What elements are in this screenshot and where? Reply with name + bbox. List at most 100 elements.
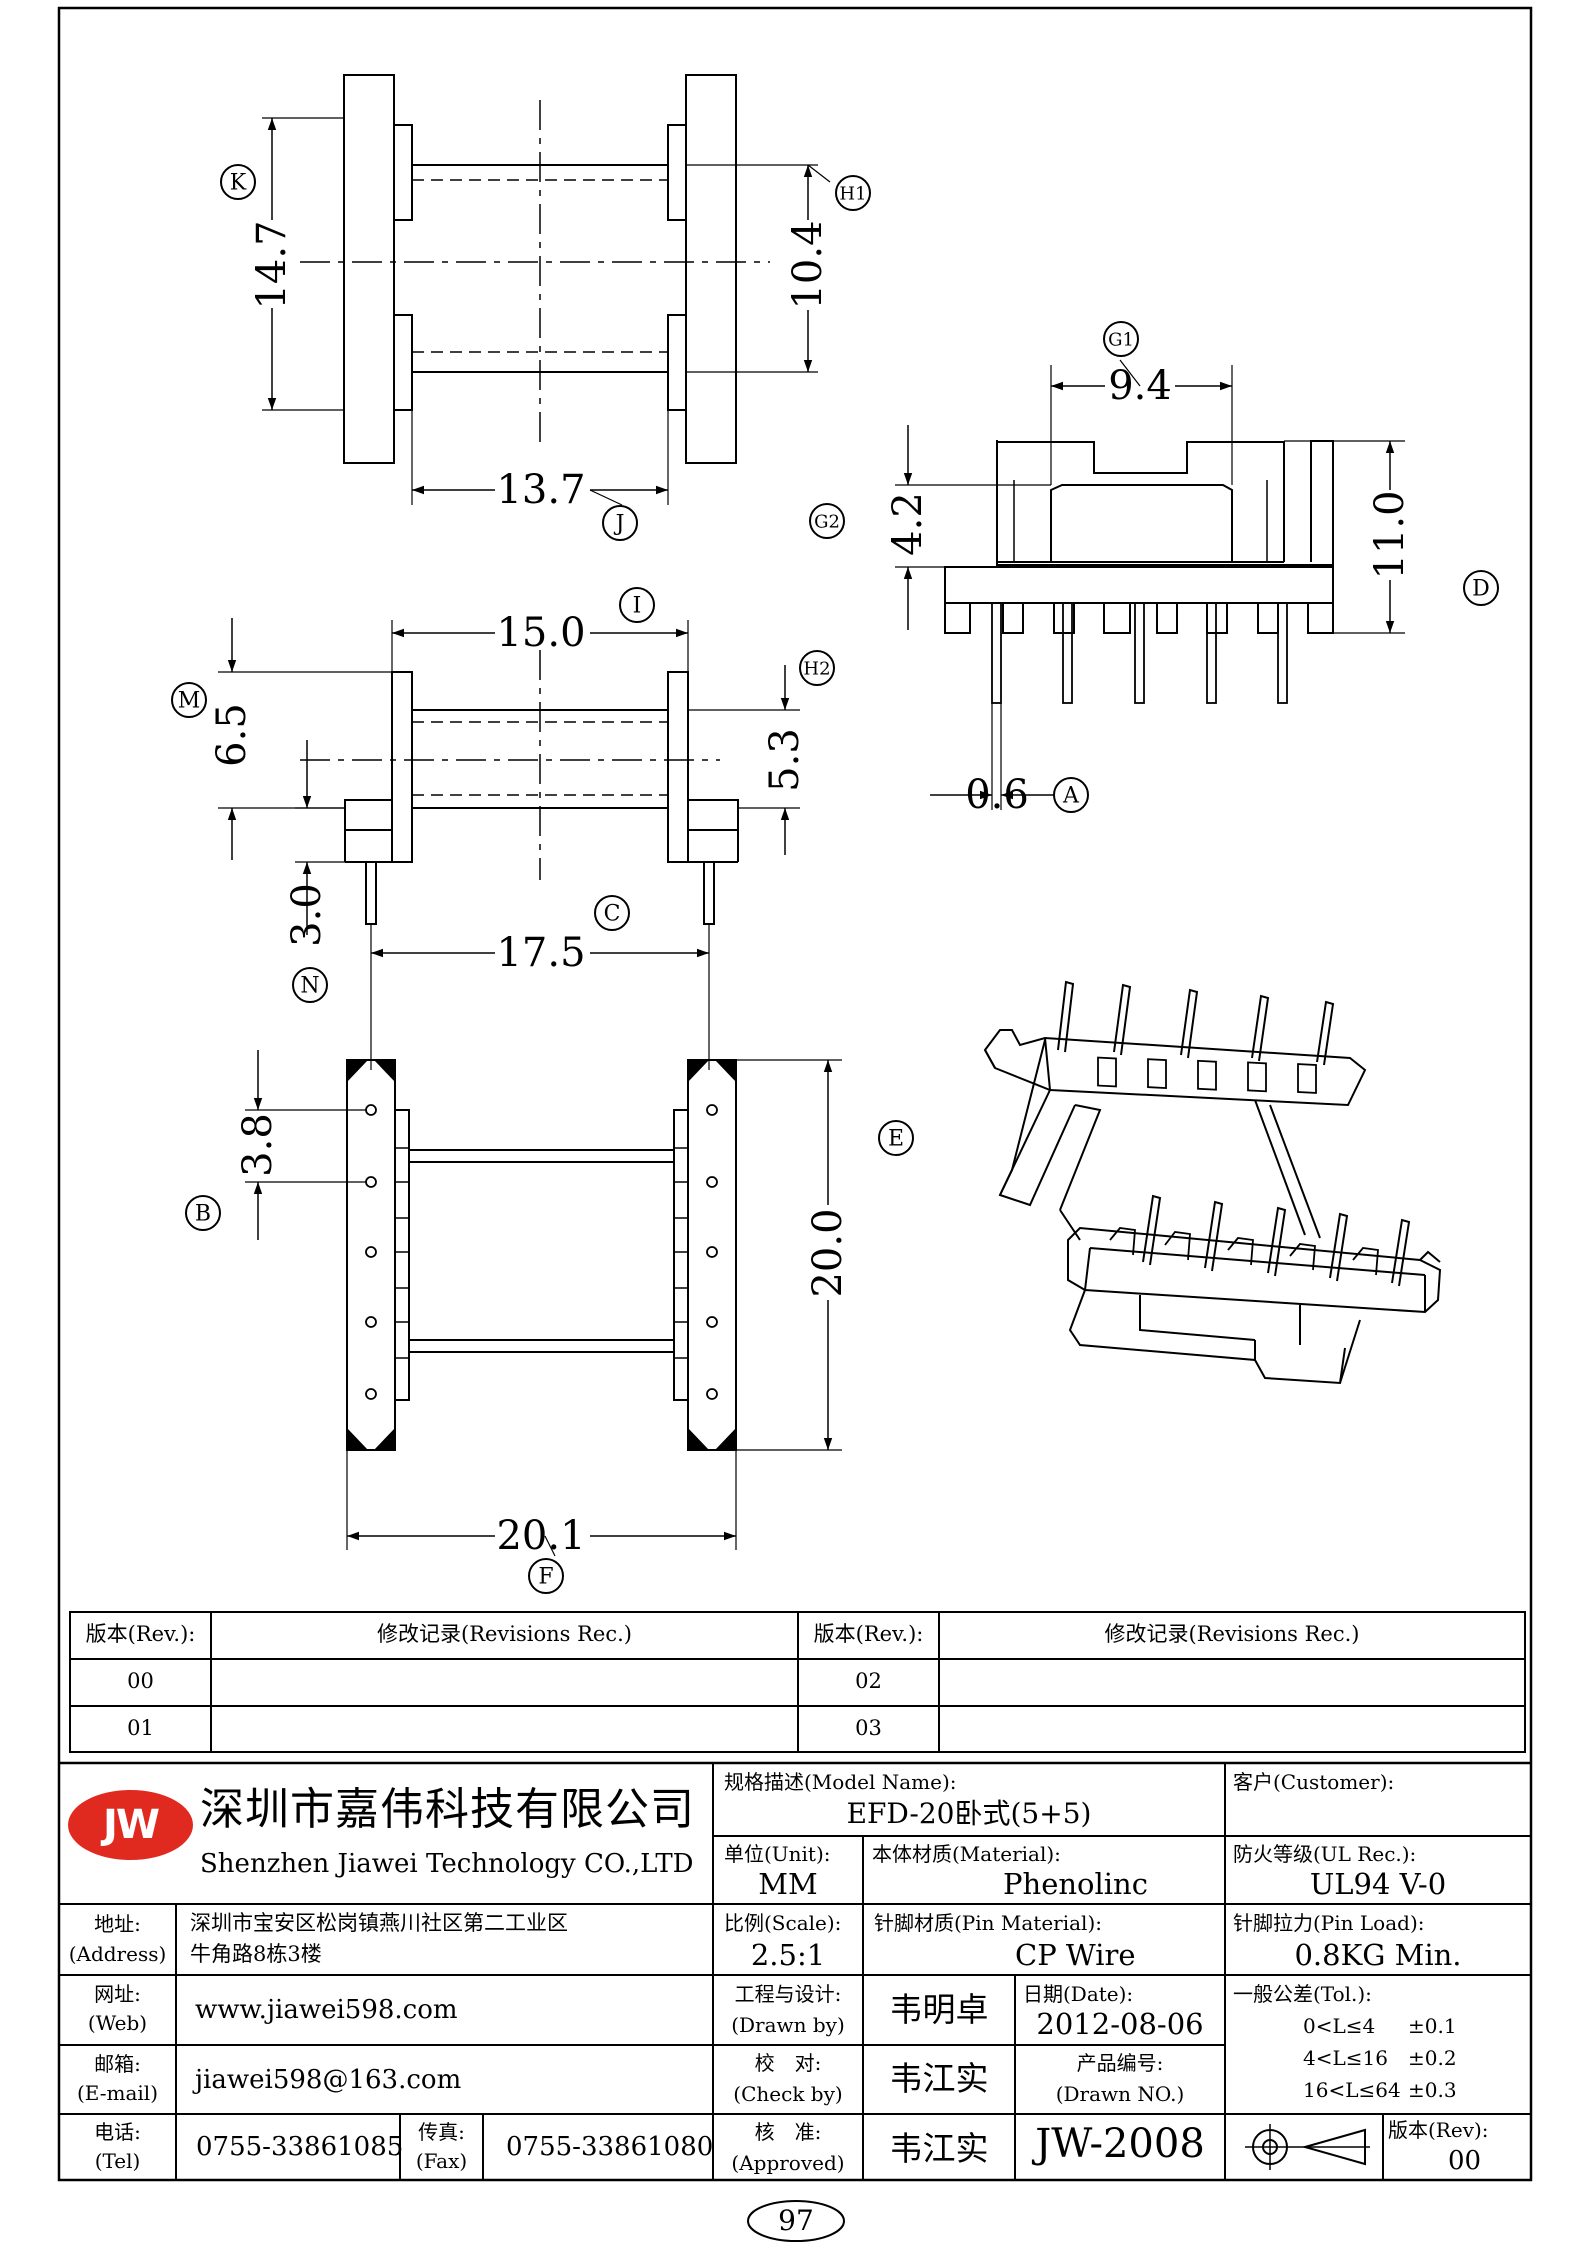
callout-g1: G1 [1108, 330, 1134, 351]
fax-label-en: (Fax) [415, 2149, 468, 2173]
unit-label: 单位(Unit): [724, 1842, 831, 1866]
rev-row-00: 00 [127, 1669, 154, 1693]
pin-material-label: 针脚材质(Pin Material): [874, 1911, 1102, 1935]
rec-header-left: 修改记录(Revisions Rec.) [377, 1622, 632, 1646]
dimension-values: 14.7 10.4 13.7 9.4 4.2 11.0 0.6 15.0 6.5… [209, 220, 1413, 1559]
callout-c: C [604, 902, 621, 927]
rev-header-right: 版本(Rev.): [813, 1622, 924, 1646]
dim-g2: 4.2 [885, 492, 931, 556]
product-no-label-en: (Drawn NO.) [1055, 2082, 1185, 2106]
dim-a: 0.6 [965, 772, 1029, 818]
dim-e: 20.0 [805, 1208, 851, 1297]
dim-d: 11.0 [1367, 490, 1413, 579]
tol-range-1: 0<L≤4 [1303, 2014, 1376, 2038]
callout-j: J [614, 512, 625, 537]
scale-value: 2.5:1 [750, 1938, 826, 1972]
dim-h1: 10.4 [785, 220, 831, 309]
unit-value: MM [758, 1867, 818, 1901]
rec-header-right: 修改记录(Revisions Rec.) [1104, 1622, 1360, 1646]
pin-material-value: CP Wire [1015, 1938, 1136, 1972]
tel-label-en: (Tel) [94, 2149, 141, 2173]
dim-n: 3.0 [284, 883, 330, 947]
email-address: jiawei598@163.com [195, 2065, 462, 2095]
dim-c: 17.5 [496, 930, 585, 976]
tol-value-3: ±0.3 [1408, 2078, 1457, 2102]
check-by-label: 校 对: [754, 2051, 822, 2075]
check-by-value: 韦江实 [889, 2059, 989, 2098]
callout-e: E [888, 1127, 904, 1152]
bobbin-isometric-view [983, 980, 1442, 1385]
web-address: www.jiawei598.com [195, 1995, 458, 2025]
tol-range-2: 4<L≤16 [1303, 2046, 1388, 2070]
bobbin-profile-view [218, 618, 800, 1070]
rev-header-left: 版本(Rev.): [85, 1622, 196, 1646]
address-label: 地址: [94, 1912, 141, 1936]
callout-k: K [230, 171, 247, 196]
callout-circles [171, 164, 1499, 1594]
web-label-en: (Web) [87, 2011, 148, 2035]
address-line1: 深圳市宝安区松岗镇燕川社区第二工业区 [190, 1911, 568, 1935]
callout-h1: H1 [839, 184, 866, 205]
drawn-by-label-en: (Drawn by) [731, 2013, 845, 2037]
page-number-badge [747, 2200, 845, 2242]
callout-i: I [633, 594, 642, 619]
tolerance-label: 一般公差(Tol.): [1233, 1982, 1372, 2006]
tol-value-1: ±0.1 [1408, 2014, 1457, 2038]
date-label: 日期(Date): [1023, 1982, 1134, 2006]
revision-table [69, 1611, 1526, 1753]
address-label-en: (Address) [68, 1942, 167, 1966]
fax-number: 0755-33861080 [506, 2132, 714, 2162]
dim-m: 6.5 [209, 703, 255, 767]
page-number: 97 [778, 2204, 814, 2237]
email-label: 邮箱: [94, 2052, 141, 2076]
material-value: Phenolinc [1003, 1867, 1148, 1901]
rev-row-02: 02 [855, 1669, 882, 1693]
tel-number: 0755-33861085 [196, 2132, 404, 2162]
bobbin-bottom-view [245, 1050, 842, 1557]
material-label: 本体材质(Material): [872, 1842, 1061, 1866]
date-value: 2012-08-06 [1036, 2007, 1204, 2041]
approved-label: 核 准: [754, 2120, 822, 2144]
tol-range-3: 16<L≤64 [1303, 2078, 1401, 2102]
callout-f: F [538, 1565, 553, 1590]
drawn-by-label: 工程与设计: [734, 1982, 842, 2006]
dim-i: 15.0 [496, 610, 585, 656]
bobbin-front-view [262, 74, 831, 506]
dim-f: 20.1 [496, 1513, 585, 1559]
drawn-by-value: 韦明卓 [889, 1990, 989, 2029]
email-label-en: (E-mail) [76, 2081, 158, 2105]
customer-label: 客户(Customer): [1233, 1770, 1395, 1794]
pin-load-value: 0.8KG Min. [1294, 1938, 1462, 1972]
rev-value: 00 [1448, 2146, 1482, 2176]
sheet-border [57, 6, 1533, 2182]
dim-g1: 9.4 [1108, 363, 1172, 409]
dim-j: 13.7 [496, 467, 585, 513]
dim-k: 14.7 [249, 220, 295, 309]
rev-label: 版本(Rev): [1388, 2118, 1489, 2142]
model-name: EFD-20卧式(5+5) [846, 1797, 1092, 1830]
company-name-en: Shenzhen Jiawei Technology CO.,LTD [200, 1849, 694, 1879]
callout-m: M [178, 689, 201, 714]
callout-d: D [1472, 577, 1490, 602]
callout-n: N [300, 974, 319, 999]
dim-b: 3.8 [235, 1113, 281, 1177]
callout-g2: G2 [814, 512, 840, 533]
projection-symbol-icon [1245, 2124, 1370, 2170]
ul-label: 防火等级(UL Rec.): [1233, 1842, 1417, 1866]
scale-label: 比例(Scale): [724, 1911, 842, 1935]
callout-a: A [1062, 784, 1080, 809]
callout-b: B [195, 1202, 211, 1227]
fax-label: 传真: [418, 2120, 465, 2144]
pin-load-label: 针脚拉力(Pin Load): [1233, 1911, 1425, 1935]
title-block [59, 1761, 1531, 2180]
approved-label-en: (Approved) [731, 2151, 845, 2175]
callout-letters: K H1 J G1 G2 D A I H2 M N C B E F [178, 171, 1490, 1590]
check-by-label-en: (Check by) [733, 2082, 843, 2106]
web-label: 网址: [94, 1982, 141, 2006]
model-label: 规格描述(Model Name): [724, 1770, 957, 1794]
company-name-cn: 深圳市嘉伟科技有限公司 [200, 1784, 695, 1835]
approved-by-value: 韦江实 [889, 2129, 989, 2168]
tol-value-2: ±0.2 [1408, 2046, 1457, 2070]
address-line2: 牛角路8栋3楼 [190, 1942, 322, 1966]
